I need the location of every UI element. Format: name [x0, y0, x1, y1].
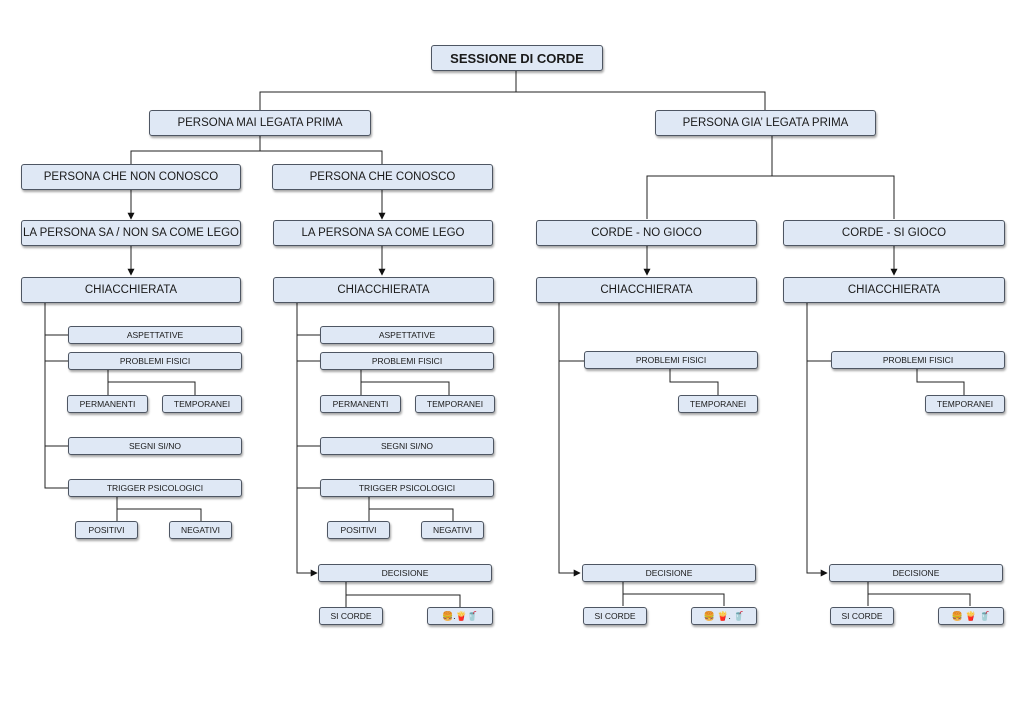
col1-knowledge: LA PERSONA SA / NON SA COME LEGO [21, 220, 241, 246]
col2-temporary: TEMPORANEI [415, 395, 495, 413]
col3-title: CORDE - NO GIOCO [536, 220, 757, 246]
col1-temporary: TEMPORANEI [162, 395, 242, 413]
root-node: SESSIONE DI CORDE [431, 45, 603, 71]
col1-positive: POSITIVI [75, 521, 138, 539]
col1-permanent: PERMANENTI [67, 395, 148, 413]
col4-temporary: TEMPORANEI [925, 395, 1005, 413]
col3-temporary: TEMPORANEI [678, 395, 758, 413]
col1-triggers: TRIGGER PSICOLOGICI [68, 479, 242, 497]
col2-expectations: ASPETTATIVE [320, 326, 494, 344]
col3-chat: CHIACCHIERATA [536, 277, 757, 303]
col4-title: CORDE - SI GIOCO [783, 220, 1005, 246]
col4-decision: DECISIONE [829, 564, 1003, 582]
col2-title: PERSONA CHE CONOSCO [272, 164, 493, 190]
col2-negative: NEGATIVI [421, 521, 484, 539]
col2-signs: SEGNI SI/NO [320, 437, 494, 455]
col4-yes-ropes: SI CORDE [830, 607, 894, 625]
col1-title: PERSONA CHE NON CONOSCO [21, 164, 241, 190]
branch-never-tied: PERSONA MAI LEGATA PRIMA [149, 110, 371, 136]
col3-decision: DECISIONE [582, 564, 756, 582]
col2-yes-ropes: SI CORDE [319, 607, 383, 625]
col1-chat: CHIACCHIERATA [21, 277, 241, 303]
col2-positive: POSITIVI [327, 521, 390, 539]
branch-already-tied: PERSONA GIA’ LEGATA PRIMA [655, 110, 876, 136]
col2-decision: DECISIONE [318, 564, 492, 582]
col4-physical-problems: PROBLEMI FISICI [831, 351, 1005, 369]
col2-physical-problems: PROBLEMI FISICI [320, 352, 494, 370]
col1-signs: SEGNI SI/NO [68, 437, 242, 455]
col2-chat: CHIACCHIERATA [273, 277, 494, 303]
col1-expectations: ASPETTATIVE [68, 326, 242, 344]
col3-physical-problems: PROBLEMI FISICI [584, 351, 758, 369]
col1-physical-problems: PROBLEMI FISICI [68, 352, 242, 370]
col2-knowledge: LA PERSONA SA COME LEGO [273, 220, 493, 246]
col2-triggers: TRIGGER PSICOLOGICI [320, 479, 494, 497]
col2-food-option: 🍔.🍟🥤 [427, 607, 493, 625]
col4-food-option: 🍔 🍟 🥤 [938, 607, 1004, 625]
col2-permanent: PERMANENTI [320, 395, 401, 413]
col3-food-option: 🍔 🍟. 🥤 [691, 607, 757, 625]
col4-chat: CHIACCHIERATA [783, 277, 1005, 303]
col3-yes-ropes: SI CORDE [583, 607, 647, 625]
col1-negative: NEGATIVI [169, 521, 232, 539]
